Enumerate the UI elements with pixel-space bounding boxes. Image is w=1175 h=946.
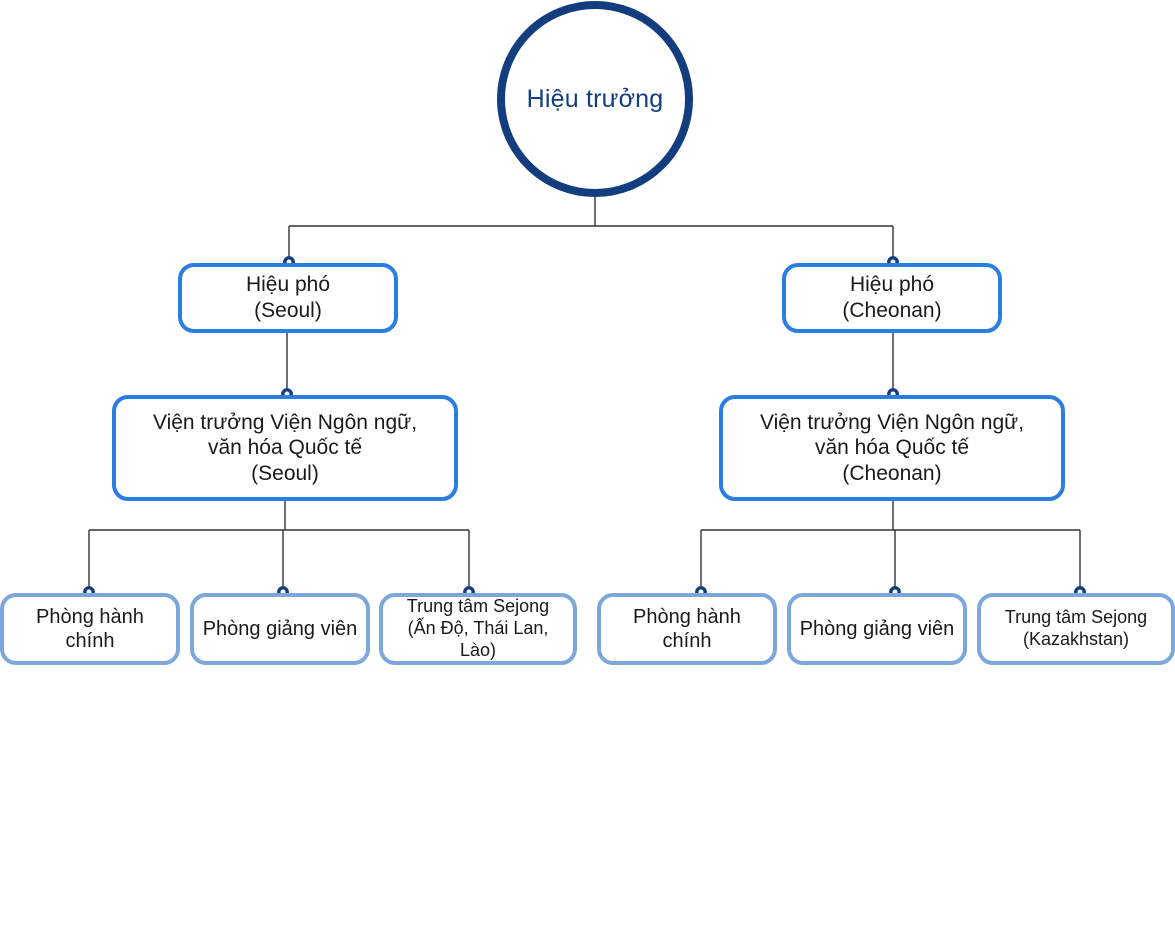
node-vice-principal-seoul[interactable]: Hiệu phó (Seoul) [178, 263, 398, 333]
node-admin-office-seoul-label: Phòng hành chính [36, 605, 144, 652]
node-admin-office-cheonan[interactable]: Phòng hành chính [597, 593, 777, 665]
node-institute-director-cheonan-label: Viện trưởng Viện Ngôn ngữ, văn hóa Quốc … [759, 410, 1025, 485]
node-institute-director-seoul-label: Viện trưởng Viện Ngôn ngữ, văn hóa Quốc … [152, 410, 418, 485]
node-vice-principal-cheonan-label: Hiệu phó (Cheonan) [842, 273, 942, 322]
node-faculty-office-cheonan-label: Phòng giảng viên [799, 617, 955, 640]
node-admin-office-cheonan-label: Phòng hành chính [633, 605, 741, 652]
node-principal-label: Hiệu trưởng [526, 84, 664, 113]
node-sejong-center-cheonan-label: Trung tâm Sejong (Kazakhstan) [1004, 607, 1148, 649]
node-institute-director-seoul[interactable]: Viện trưởng Viện Ngôn ngữ, văn hóa Quốc … [112, 395, 458, 501]
node-admin-office-seoul[interactable]: Phòng hành chính [0, 593, 180, 665]
node-sejong-center-seoul-label: Trung tâm Sejong (Ấn Độ, Thái Lan, Lào) [406, 596, 550, 660]
node-principal[interactable]: Hiệu trưởng [497, 1, 693, 197]
node-vice-principal-cheonan[interactable]: Hiệu phó (Cheonan) [782, 263, 1002, 333]
node-vice-principal-seoul-label: Hiệu phó (Seoul) [245, 273, 331, 322]
node-faculty-office-seoul-label: Phòng giảng viên [202, 617, 358, 640]
node-sejong-center-seoul[interactable]: Trung tâm Sejong (Ấn Độ, Thái Lan, Lào) [379, 593, 577, 665]
node-sejong-center-cheonan[interactable]: Trung tâm Sejong (Kazakhstan) [977, 593, 1175, 665]
node-faculty-office-seoul[interactable]: Phòng giảng viên [190, 593, 370, 665]
node-faculty-office-cheonan[interactable]: Phòng giảng viên [787, 593, 967, 665]
node-institute-director-cheonan[interactable]: Viện trưởng Viện Ngôn ngữ, văn hóa Quốc … [719, 395, 1065, 501]
